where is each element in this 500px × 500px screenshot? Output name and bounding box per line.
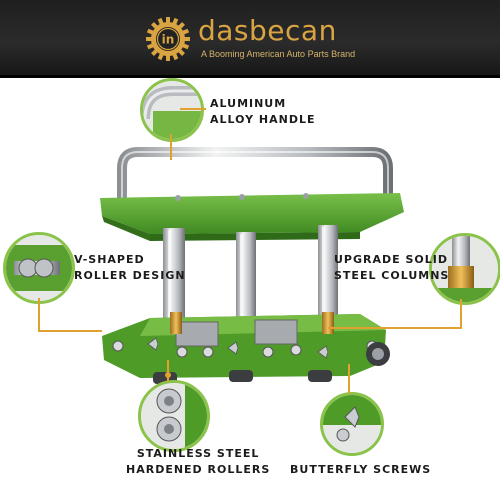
rollers-closeup-callout <box>138 380 210 452</box>
screws-connector <box>348 364 350 394</box>
columns-closeup-callout <box>429 233 500 305</box>
screws-label: BUTTERFLY SCREWS <box>290 462 431 478</box>
brand-header: in dasbecan A Booming American Auto Part… <box>0 0 500 78</box>
screws-closeup-callout <box>320 392 384 456</box>
brand-name: dasbecan <box>198 14 337 47</box>
steel-columns <box>163 225 338 332</box>
rollers-label-line2: HARDENED ROLLERS <box>126 463 271 476</box>
brand-tagline: A Booming American Auto Parts Brand <box>201 49 356 59</box>
columns-connector-h <box>328 327 462 329</box>
roller-design-connector-h <box>38 330 102 332</box>
screws-label-line1: BUTTERFLY SCREWS <box>290 463 432 476</box>
gear-in-logo-icon: in <box>146 17 190 61</box>
handle-label: ALUMINUM ALLOY HANDLE <box>210 96 315 128</box>
roller-design-closeup-callout <box>3 232 75 304</box>
handle-closeup-callout <box>140 78 204 142</box>
handle-connector <box>170 134 172 160</box>
columns-label-line2: STEEL COLUMNS <box>334 269 450 282</box>
top-plate <box>100 193 404 241</box>
roller-design-label: V-SHAPED ROLLER DESIGN <box>74 252 186 284</box>
roller-design-connector <box>38 298 40 332</box>
rollers-label-line1: STAINLESS STEEL <box>136 447 260 460</box>
columns-label-line1: UPGRADE SOLID <box>334 253 448 266</box>
handle-label-line1: ALUMINUM <box>210 97 287 110</box>
logo-text: in <box>162 33 175 47</box>
columns-connector <box>460 299 462 329</box>
roller-base <box>102 312 390 384</box>
handle-label-connector <box>180 108 206 110</box>
aluminum-handle <box>117 147 393 205</box>
handle-label-line2: ALLOY HANDLE <box>210 113 316 126</box>
roller-design-label-line1: V-SHAPED <box>74 253 145 266</box>
rollers-connector <box>167 360 169 382</box>
rollers-label: STAINLESS STEEL HARDENED ROLLERS <box>126 446 270 478</box>
roller-design-label-line2: ROLLER DESIGN <box>74 269 186 282</box>
columns-label: UPGRADE SOLID STEEL COLUMNS <box>334 252 449 284</box>
